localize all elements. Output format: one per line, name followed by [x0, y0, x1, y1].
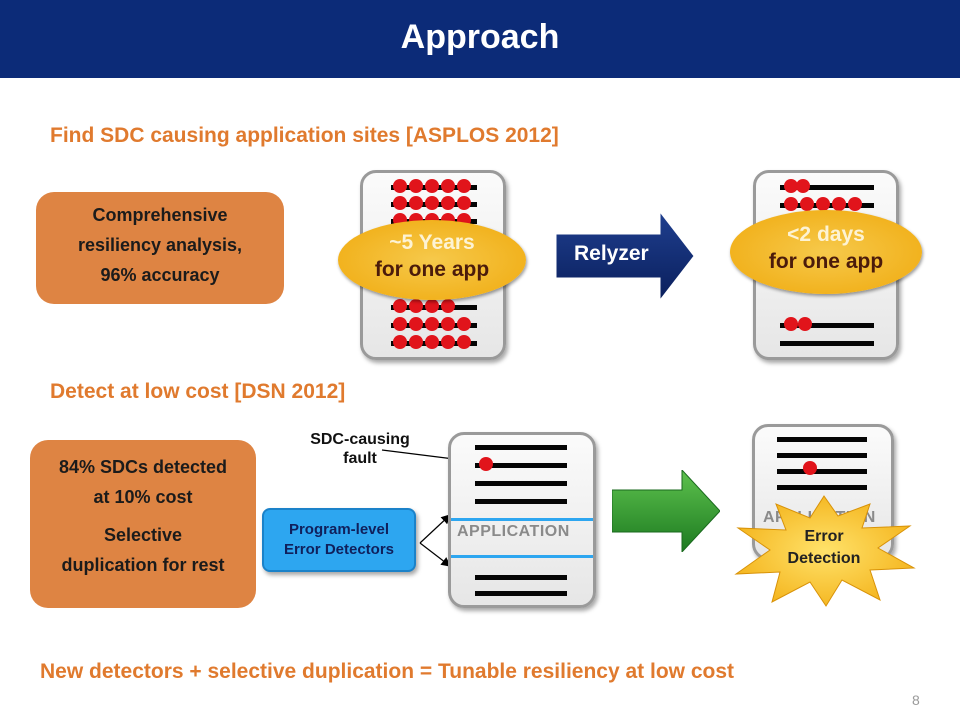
detector-line: Program-level — [288, 521, 390, 538]
fault-site-dot — [784, 179, 798, 193]
fault-site-dot — [803, 461, 817, 475]
box-line: Comprehensive — [92, 205, 228, 225]
time-value: ~5 Years — [389, 231, 475, 254]
fault-site-dot — [441, 335, 455, 349]
fault-site-dot — [441, 317, 455, 331]
code-line — [475, 445, 567, 450]
fault-site-dot — [409, 317, 423, 331]
fault-site-dot — [409, 196, 423, 210]
fault-site-dot — [393, 196, 407, 210]
code-line — [780, 185, 874, 190]
time-caption: for one app — [768, 250, 884, 273]
fault-site-dot — [441, 179, 455, 193]
fault-site-dot — [425, 317, 439, 331]
fault-site-dot — [409, 179, 423, 193]
fault-site-dot — [393, 179, 407, 193]
app-card-with-detectors: APPLICATION — [448, 432, 596, 608]
burst-text: Error Detection — [730, 526, 918, 570]
fault-site-dot — [409, 335, 423, 349]
green-arrow-icon — [612, 470, 720, 552]
fault-site-dot — [425, 196, 439, 210]
time-caption: for one app — [374, 258, 490, 281]
code-line — [475, 463, 567, 468]
fault-site-dot — [393, 317, 407, 331]
summary-statement: New detectors + selective duplication = … — [40, 660, 735, 683]
code-line — [777, 453, 867, 458]
resiliency-analysis-box: Comprehensive resiliency analysis, 96% a… — [36, 192, 284, 304]
burst-line: Detection — [787, 550, 861, 567]
code-line — [475, 575, 567, 580]
fault-site-dot — [816, 197, 830, 211]
relyzer-label: Relyzer — [574, 242, 649, 265]
fault-site-dot — [441, 299, 455, 313]
fault-site-dot — [457, 179, 471, 193]
fault-site-dot — [457, 335, 471, 349]
box-line: 96% accuracy — [100, 265, 220, 285]
code-line — [777, 437, 867, 442]
box-line: duplication for rest — [61, 555, 225, 575]
fault-site-dot — [441, 196, 455, 210]
burst-line: Error — [804, 528, 844, 545]
fault-site-dot — [457, 196, 471, 210]
fault-label-line: SDC-causing — [310, 431, 410, 448]
app-label: APPLICATION — [457, 523, 570, 540]
code-line — [777, 485, 867, 490]
error-detectors-box: Program-level Error Detectors — [262, 508, 416, 572]
code-line — [475, 499, 567, 504]
detector-line-top — [451, 518, 593, 521]
fault-site-dot — [457, 317, 471, 331]
fault-site-dot — [796, 179, 810, 193]
fault-label: SDC-causing fault — [290, 430, 430, 468]
fault-site-dot — [784, 197, 798, 211]
slide-title: Approach — [400, 18, 560, 56]
fault-site-dot — [425, 335, 439, 349]
page-number: 8 — [912, 692, 920, 708]
time-estimate-after: <2 days for one app — [730, 210, 922, 294]
code-line — [475, 481, 567, 486]
fault-site-dot — [479, 457, 493, 471]
fault-site-dot — [393, 299, 407, 313]
fault-site-dot — [425, 299, 439, 313]
fault-label-line: fault — [343, 450, 377, 467]
arrow-icon — [555, 210, 695, 302]
code-line — [780, 323, 874, 328]
fault-site-dot — [784, 317, 798, 331]
sdc-detection-box: 84% SDCs detected at 10% cost Selective … — [30, 440, 256, 608]
time-value: <2 days — [787, 223, 865, 246]
code-line — [475, 591, 567, 596]
relyzer-arrow: Relyzer — [555, 210, 695, 302]
box-line: at 10% cost — [93, 487, 193, 507]
section2-heading: Detect at low cost [DSN 2012] — [50, 380, 346, 403]
code-line — [777, 469, 867, 474]
fault-site-dot — [848, 197, 862, 211]
fault-site-dot — [798, 317, 812, 331]
fault-site-dot — [393, 335, 407, 349]
fault-site-dot — [832, 197, 846, 211]
box-line: 84% SDCs detected — [58, 457, 228, 477]
fault-site-dot — [425, 179, 439, 193]
fault-site-dot — [409, 299, 423, 313]
box-line: resiliency analysis, — [77, 235, 243, 255]
title-bar: Approach — [0, 0, 960, 78]
time-estimate-before: ~5 Years for one app — [338, 220, 526, 300]
code-line — [780, 341, 874, 346]
burst-icon — [734, 495, 916, 607]
detector-line: Error Detectors — [283, 541, 395, 558]
section1-heading: Find SDC causing application sites [ASPL… — [50, 124, 559, 147]
fault-site-dot — [800, 197, 814, 211]
box-line: Selective — [103, 525, 183, 545]
detector-line-bottom — [451, 555, 593, 558]
error-detection-burst: Error Detection — [730, 492, 918, 608]
